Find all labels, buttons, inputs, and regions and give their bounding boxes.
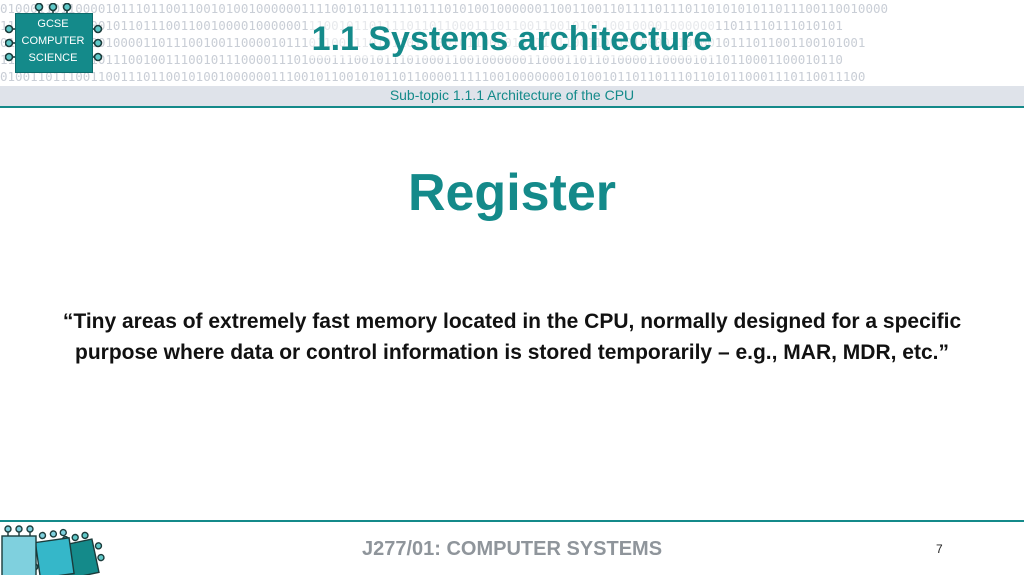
subtitle-bar (0, 86, 1024, 106)
definition-line: “Tiny areas of extremely fast memory loc… (62, 310, 962, 333)
footer-divider (0, 520, 1024, 522)
slide-title-text: 1.1 Systems architecture (307, 20, 717, 58)
logo-line: GCSE (37, 18, 69, 30)
logo-chip-body (15, 13, 93, 73)
logo-line: SCIENCE (28, 52, 78, 64)
logo-text: GCSE COMPUTER SCIENCE (15, 16, 91, 67)
course-label: J277/01: COMPUTER SYSTEMS (361, 538, 663, 560)
definition-text: “Tiny areas of extremely fast memory loc… (30, 306, 994, 368)
definition-line: purpose where data or control informatio… (75, 341, 949, 364)
slide-header: 0100011011000010111011001100101001000000… (0, 0, 1024, 108)
page-number: 7 (936, 542, 943, 556)
header-divider (0, 106, 1024, 108)
slide-heading: Register (407, 164, 617, 222)
logo-line: COMPUTER (21, 35, 85, 47)
gcse-logo: GCSE COMPUTER SCIENCE (5, 3, 103, 73)
chip-pins-icon (5, 3, 103, 62)
binary-line: 0100011011000010111011001100101001000000… (0, 1, 889, 16)
slide-subtitle: Sub-topic 1.1.1 Architecture of the CPU (389, 87, 635, 103)
slide-title: 1.1 Systems architecture (0, 20, 1024, 59)
binary-line: 0100110111001100111011001010010000001110… (0, 69, 866, 84)
chips-decoration-icon (1, 525, 105, 575)
